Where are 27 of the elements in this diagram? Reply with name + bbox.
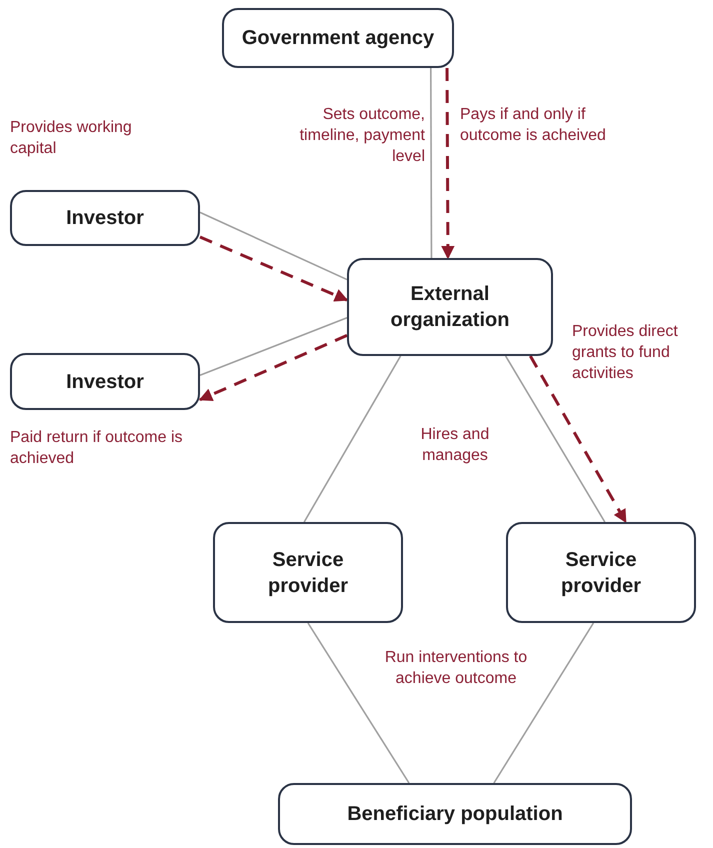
- process-box: [10, 353, 200, 410]
- connector-line: [430, 68, 432, 258]
- arrow: [198, 334, 348, 402]
- annotation-text: Paid return if outcome is achieved: [10, 428, 184, 469]
- box-label: Service provider: [560, 548, 642, 598]
- box-label: Investor: [66, 370, 144, 394]
- connector-line: [307, 622, 410, 784]
- box-label: Government agency: [242, 26, 434, 51]
- arrow: [199, 236, 348, 302]
- connector-line: [200, 212, 348, 280]
- box-label: Beneficiary population: [347, 802, 563, 827]
- arrow: [529, 355, 627, 524]
- process-box: [278, 783, 632, 845]
- connector-line: [304, 356, 402, 522]
- process-box: [10, 190, 200, 246]
- connector-line: [504, 356, 606, 522]
- box-label: Service provider: [266, 548, 350, 598]
- process-box: [222, 8, 454, 68]
- process-box: [506, 522, 696, 623]
- connector-line: [493, 622, 594, 784]
- process-box: [213, 522, 403, 623]
- arrow: [441, 68, 455, 260]
- process-box: [347, 258, 553, 356]
- box-label: External organization: [390, 282, 510, 333]
- annotation-text: Provides working capital: [10, 118, 133, 159]
- box-label: Investor: [66, 206, 144, 231]
- connector-line: [200, 317, 348, 376]
